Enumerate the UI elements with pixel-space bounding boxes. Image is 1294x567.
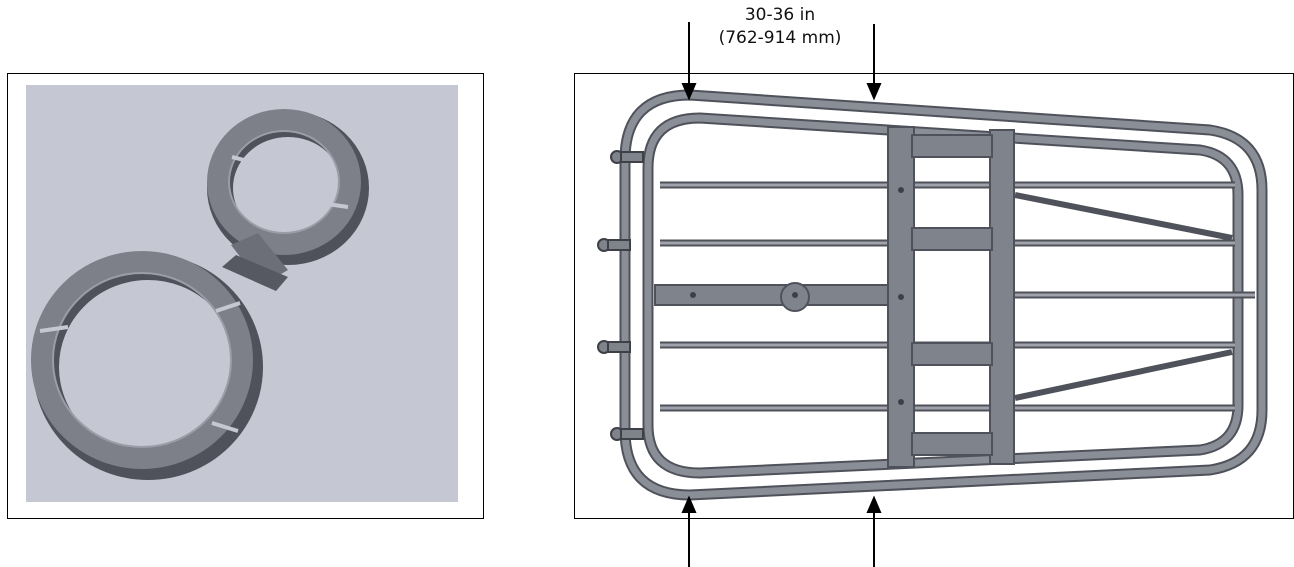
frame-cross-beams: [887, 126, 1015, 468]
frame-mount-knobs: [597, 150, 644, 441]
clamp-render-panel: [7, 73, 484, 519]
dimension-label-metric: (762-914 mm): [718, 28, 842, 48]
frame-inner-tube: [642, 112, 1244, 479]
frame-center-bar: [654, 282, 891, 312]
dimension-arrows: [681, 22, 882, 567]
render-background: [26, 85, 458, 502]
frame-outer-tube: [619, 89, 1268, 501]
dimension-label-imperial: 30-36 in: [744, 5, 816, 25]
figure-eight-clamp: [31, 109, 369, 480]
